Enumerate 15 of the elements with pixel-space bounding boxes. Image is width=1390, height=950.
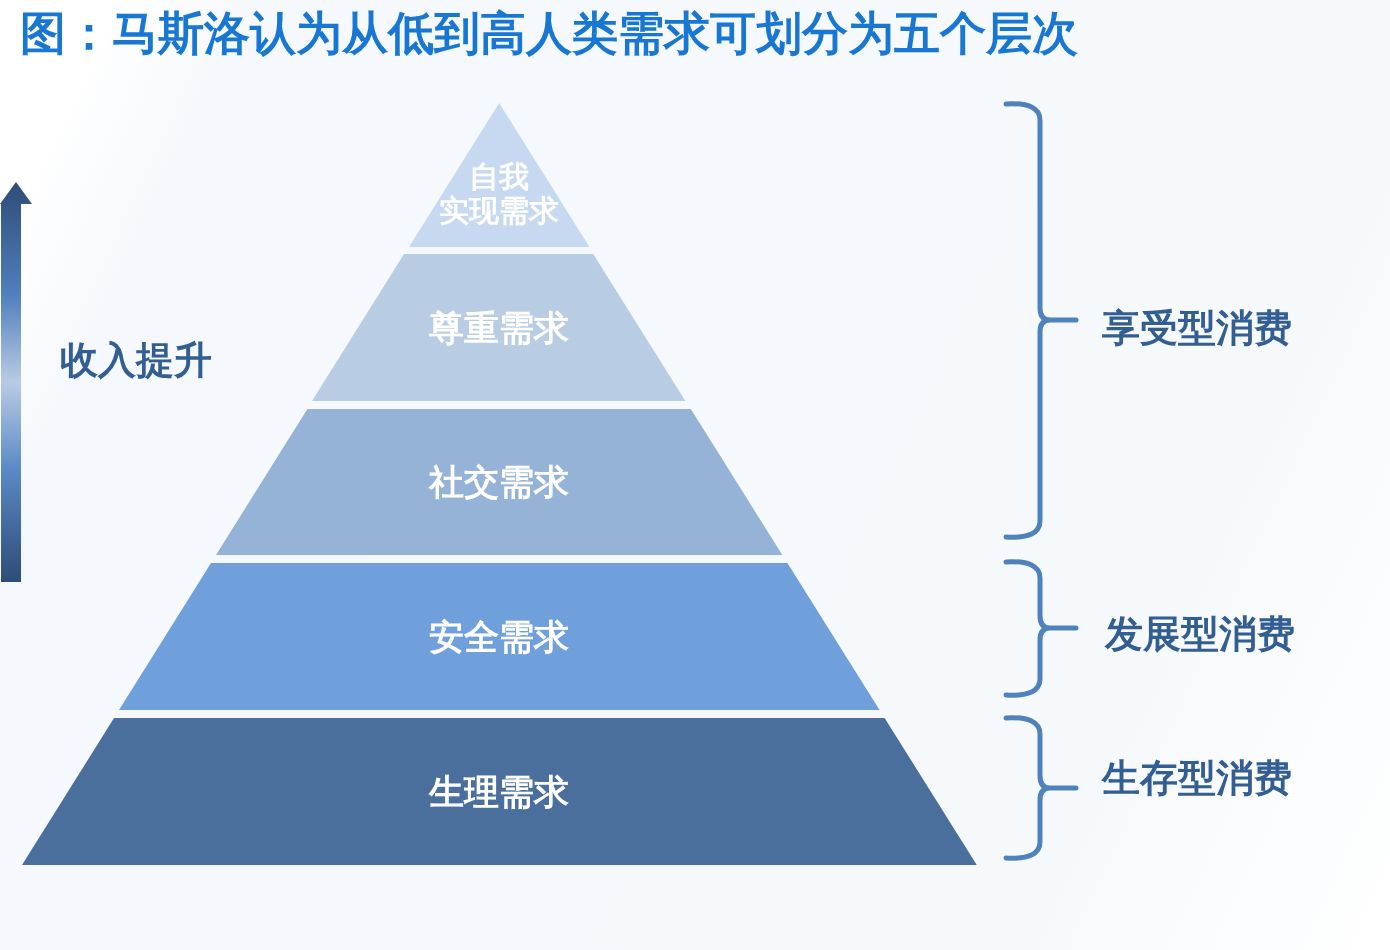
pyramid-level <box>22 718 977 865</box>
title: 图：马斯洛认为从低到高人类需求可划分为五个层次 <box>20 5 1078 62</box>
arrow-label: 收入提升 <box>60 338 212 384</box>
pyramid-level <box>119 563 880 710</box>
level-label: 社交需求 <box>429 461 569 503</box>
level-label: 生理需求 <box>429 770 569 813</box>
pyramid-level <box>312 254 686 401</box>
bracket-label: 享受型消费 <box>1102 306 1292 352</box>
bracket-label: 生存型消费 <box>1102 756 1292 802</box>
bracket-label: 发展型消费 <box>1105 612 1295 658</box>
pyramid-apex <box>408 103 590 247</box>
pyramid-level <box>216 409 783 555</box>
level-label: 安全需求 <box>429 615 569 658</box>
level-label: 自我实现需求 <box>439 160 559 228</box>
level-label: 尊重需求 <box>429 306 569 349</box>
